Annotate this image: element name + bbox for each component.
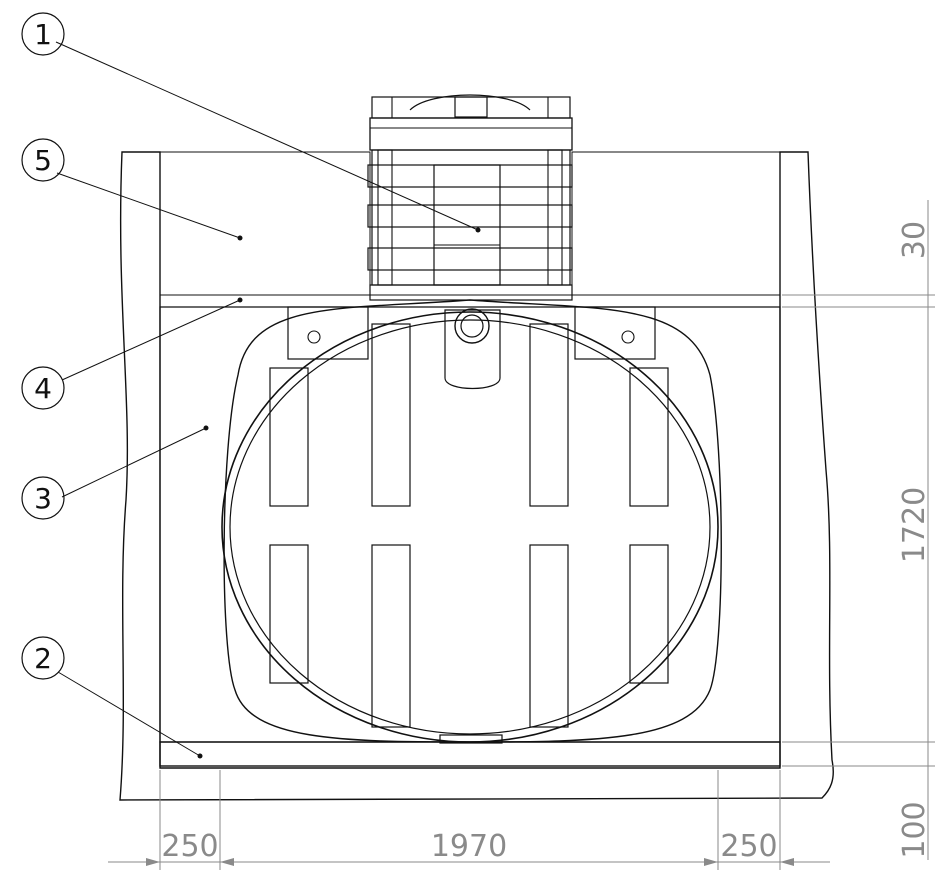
callout-4-label: 4: [34, 372, 52, 405]
dimension-bottom-left: 250: [161, 829, 218, 864]
dimension-right-top: 30: [897, 221, 932, 259]
surrounding-soil: [119, 151, 834, 801]
callout-2-label: 2: [34, 642, 52, 675]
dimension-bottom-right: 250: [720, 829, 777, 864]
layer-2-bedding: [159, 741, 781, 767]
dimension-bottom-center: 1970: [431, 829, 507, 864]
right-dimension-chain: 30 1720 100: [782, 200, 935, 860]
dimension-right-middle: 1720: [897, 487, 932, 563]
callout-1-label: 1: [34, 18, 52, 51]
callout-3-label: 3: [34, 482, 52, 515]
leader-lines: [55, 41, 479, 757]
callout-5: 5: [21, 138, 65, 182]
callout-5-label: 5: [34, 144, 52, 177]
dimension-right-bottom: 100: [897, 801, 932, 858]
bottom-dimension-chain: 250 1970 250: [108, 770, 830, 870]
layer-3-backfill: [159, 306, 781, 743]
callout-1: 1: [21, 12, 65, 56]
layer-4-gravel: [159, 294, 781, 308]
layer-5-topsoil: [159, 151, 781, 296]
callout-2: 2: [21, 636, 65, 680]
access-shaft: [367, 94, 573, 301]
callout-3: 3: [21, 476, 65, 520]
callout-4: 4: [21, 366, 65, 410]
tank-body: [221, 299, 722, 744]
